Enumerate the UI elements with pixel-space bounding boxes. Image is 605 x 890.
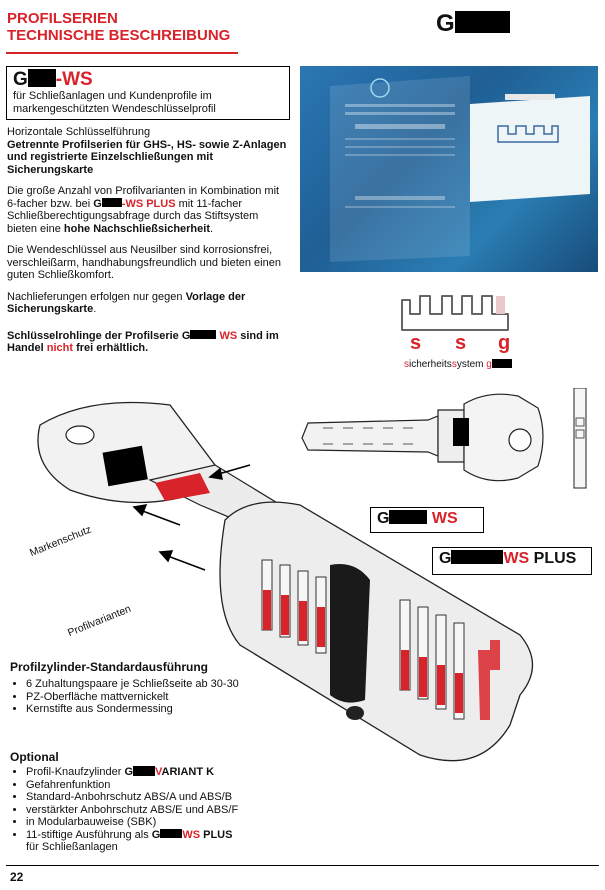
ws-box-title: G -WS <box>13 69 283 90</box>
redaction-bar <box>454 11 510 33</box>
standard-list: 6 Zuhaltungspaare je Schließseite ab 30-… <box>10 678 250 716</box>
standard-heading: Profilzylinder-Standardausführung <box>10 660 209 674</box>
brand-initial: G <box>436 10 455 37</box>
key-illustration <box>301 387 587 489</box>
list-item: in Modularbauweise (SBK) <box>26 816 280 829</box>
footer-rule <box>6 865 599 866</box>
para-profilvarianten: Die große Anzahl von Profilvarianten in … <box>7 185 280 235</box>
list-item: 6 Zuhaltungspaare je Schließseite ab 30-… <box>26 678 250 691</box>
list-item: Standard-Anbohrschutz ABS/A und ABS/B <box>26 791 280 804</box>
para-horizontal: Horizontale Schlüsselführung <box>7 126 151 138</box>
cylinder-diagram <box>0 395 600 870</box>
redaction-bar <box>27 69 56 87</box>
ssg-letter-s1: s <box>410 332 422 354</box>
header-title-line2: TECHNISCHE BESCHREIBUNG <box>7 27 231 44</box>
ws-box-initial: G <box>13 69 28 90</box>
body-text: Horizontale Schlüsselführung Getrennte P… <box>7 126 289 355</box>
optional-heading: Optional <box>10 750 59 764</box>
certificate-photo <box>300 66 598 272</box>
list-item: Gefahrenfunktion <box>26 779 280 792</box>
list-item: PZ-Oberfläche mattvernickelt <box>26 691 250 704</box>
ws-title-box: G -WS für Schließanlagen und Kundenprofil… <box>6 66 290 120</box>
page-header: PROFILSERIEN TECHNISCHE BESCHREIBUNG <box>7 10 230 44</box>
para-wendeschluessel: Die Wendeschlüssel aus Neusilber sind ko… <box>7 244 281 282</box>
header-underline <box>6 52 238 54</box>
list-item: Kernstifte aus Sondermessing <box>26 703 250 716</box>
key-profile-icon <box>401 295 509 331</box>
profile-diagram <box>398 290 528 340</box>
standard-section: Profilzylinder-Standardausführung 6 Zuha… <box>10 660 250 716</box>
ssg-letter-g: g <box>498 332 511 354</box>
ws-box-suffix: -WS <box>55 69 93 90</box>
brand-logo: G <box>436 10 510 38</box>
ssg-caption: sicherheitssystem g <box>404 359 512 370</box>
header-title-line1: PROFILSERIEN <box>7 10 118 27</box>
ssg-letter-s2: s <box>455 332 467 354</box>
ws-box-subtitle: für Schließanlagen und Kundenprofile im … <box>13 90 216 115</box>
list-item: verstärkter Anbohrschutz ABS/E und ABS/F <box>26 804 280 817</box>
para-nachlieferungen: Nachlieferungen erfolgen nur gegen Vorla… <box>7 290 246 316</box>
cylinder-key-illustration <box>37 401 533 762</box>
para-rohlinge: Schlüsselrohlinge der Profilserie G WS s… <box>7 329 279 355</box>
certificate-illustration <box>330 76 590 262</box>
para-profilserien: Getrennte Profilserien für GHS-, HS- sow… <box>7 138 287 176</box>
page-number: 22 <box>10 870 24 884</box>
label-ws: G WS <box>370 507 484 533</box>
key-side-view <box>298 387 598 503</box>
